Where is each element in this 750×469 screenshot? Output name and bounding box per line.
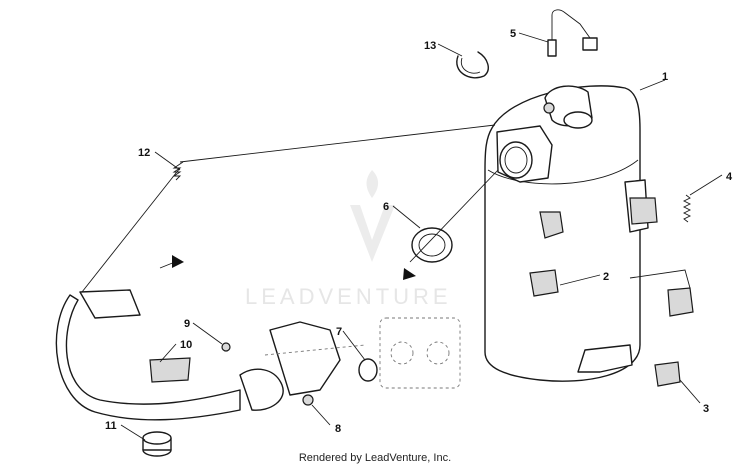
- nut-upper: [221, 342, 231, 352]
- callout-leaders: [120, 32, 723, 441]
- callout-4: 4: [726, 171, 733, 183]
- lower-bracket: [577, 344, 681, 387]
- assembly-lines: [81, 124, 499, 293]
- leadventure-watermark: LEADVENTURE: [245, 170, 452, 309]
- grommet: [142, 431, 172, 457]
- callout-8: 8: [335, 423, 341, 435]
- callout-7: 7: [336, 326, 342, 338]
- callout-2: 2: [603, 271, 609, 283]
- clamp-ring: [456, 51, 489, 79]
- spring-right: [682, 194, 692, 223]
- exhaust-pipe: [55, 289, 366, 421]
- exhaust-gasket: [358, 358, 378, 382]
- spring-left: [172, 161, 184, 181]
- callout-1: 1: [662, 71, 668, 83]
- nut-lower: [302, 394, 314, 406]
- cylinder-head-ghost: [379, 317, 461, 389]
- watermark-text: LEADVENTURE: [245, 284, 452, 309]
- render-credit: Rendered by LeadVenture, Inc.: [298, 452, 452, 464]
- callout-3: 3: [703, 403, 709, 415]
- muffler: [484, 85, 641, 382]
- gasket: [411, 227, 453, 263]
- callout-9: 9: [184, 318, 190, 330]
- callout-11: 11: [105, 420, 117, 432]
- callout-12: 12: [138, 147, 150, 159]
- callout-6: 6: [383, 201, 389, 213]
- bracket-parts: [529, 179, 694, 317]
- callout-5: 5: [510, 28, 516, 40]
- oxygen-sensor: [547, 9, 598, 57]
- callout-13: 13: [424, 40, 436, 52]
- callout-labels: 1 2 3 4 5 6 7 8 9 10 11 12 13: [105, 28, 733, 435]
- callout-10: 10: [180, 339, 192, 351]
